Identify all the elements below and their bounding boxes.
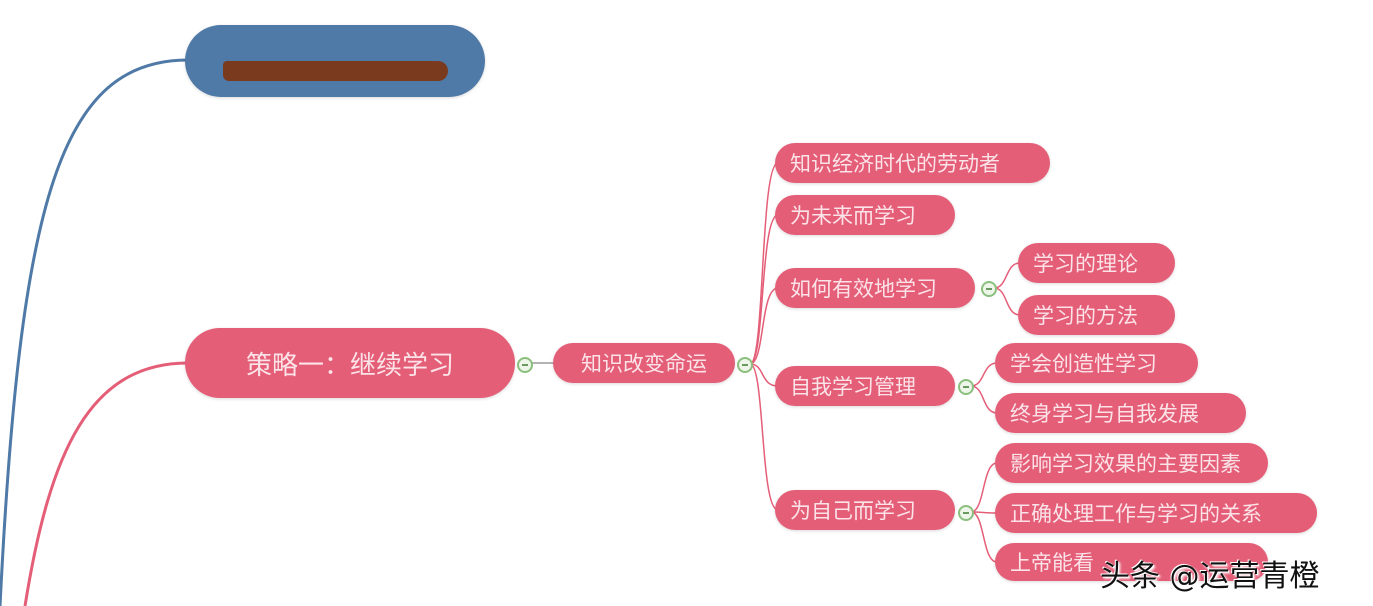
- node-lifelong[interactable]: 终身学习与自我发展: [995, 393, 1246, 433]
- pink-branch-line: [23, 361, 189, 606]
- collapse-toggle-icon[interactable]: [958, 505, 974, 521]
- node-self-management[interactable]: 自我学习管理: [775, 366, 955, 406]
- node-theory[interactable]: 学习的理论: [1018, 243, 1175, 283]
- node-effective-learning[interactable]: 如何有效地学习: [775, 268, 975, 308]
- collapse-toggle-icon[interactable]: [958, 379, 974, 395]
- node-creative[interactable]: 学会创造性学习: [995, 343, 1198, 383]
- blue-branch-line: [0, 58, 189, 606]
- node-work-study[interactable]: 正确处理工作与学习的关系: [995, 493, 1317, 533]
- collapse-toggle-icon[interactable]: [737, 357, 753, 373]
- level2-lines: [749, 162, 1021, 563]
- top-node-blue[interactable]: [185, 25, 485, 97]
- redacted-label: [223, 61, 448, 81]
- node-learn-for-future[interactable]: 为未来而学习: [775, 195, 955, 235]
- collapse-toggle-icon[interactable]: [517, 357, 533, 373]
- node-learn-for-self[interactable]: 为自己而学习: [775, 490, 955, 530]
- sub-node[interactable]: 知识改变命运: [553, 343, 735, 383]
- main-node[interactable]: 策略一：继续学习: [185, 328, 515, 398]
- node-factors[interactable]: 影响学习效果的主要因素: [995, 443, 1268, 483]
- node-method[interactable]: 学习的方法: [1018, 295, 1175, 335]
- watermark: 头条 @运营青橙: [1100, 559, 1320, 594]
- node-knowledge-worker[interactable]: 知识经济时代的劳动者: [775, 143, 1050, 183]
- node-god-sees[interactable]: 上帝能看: [995, 543, 1268, 581]
- collapse-toggle-icon[interactable]: [981, 281, 997, 297]
